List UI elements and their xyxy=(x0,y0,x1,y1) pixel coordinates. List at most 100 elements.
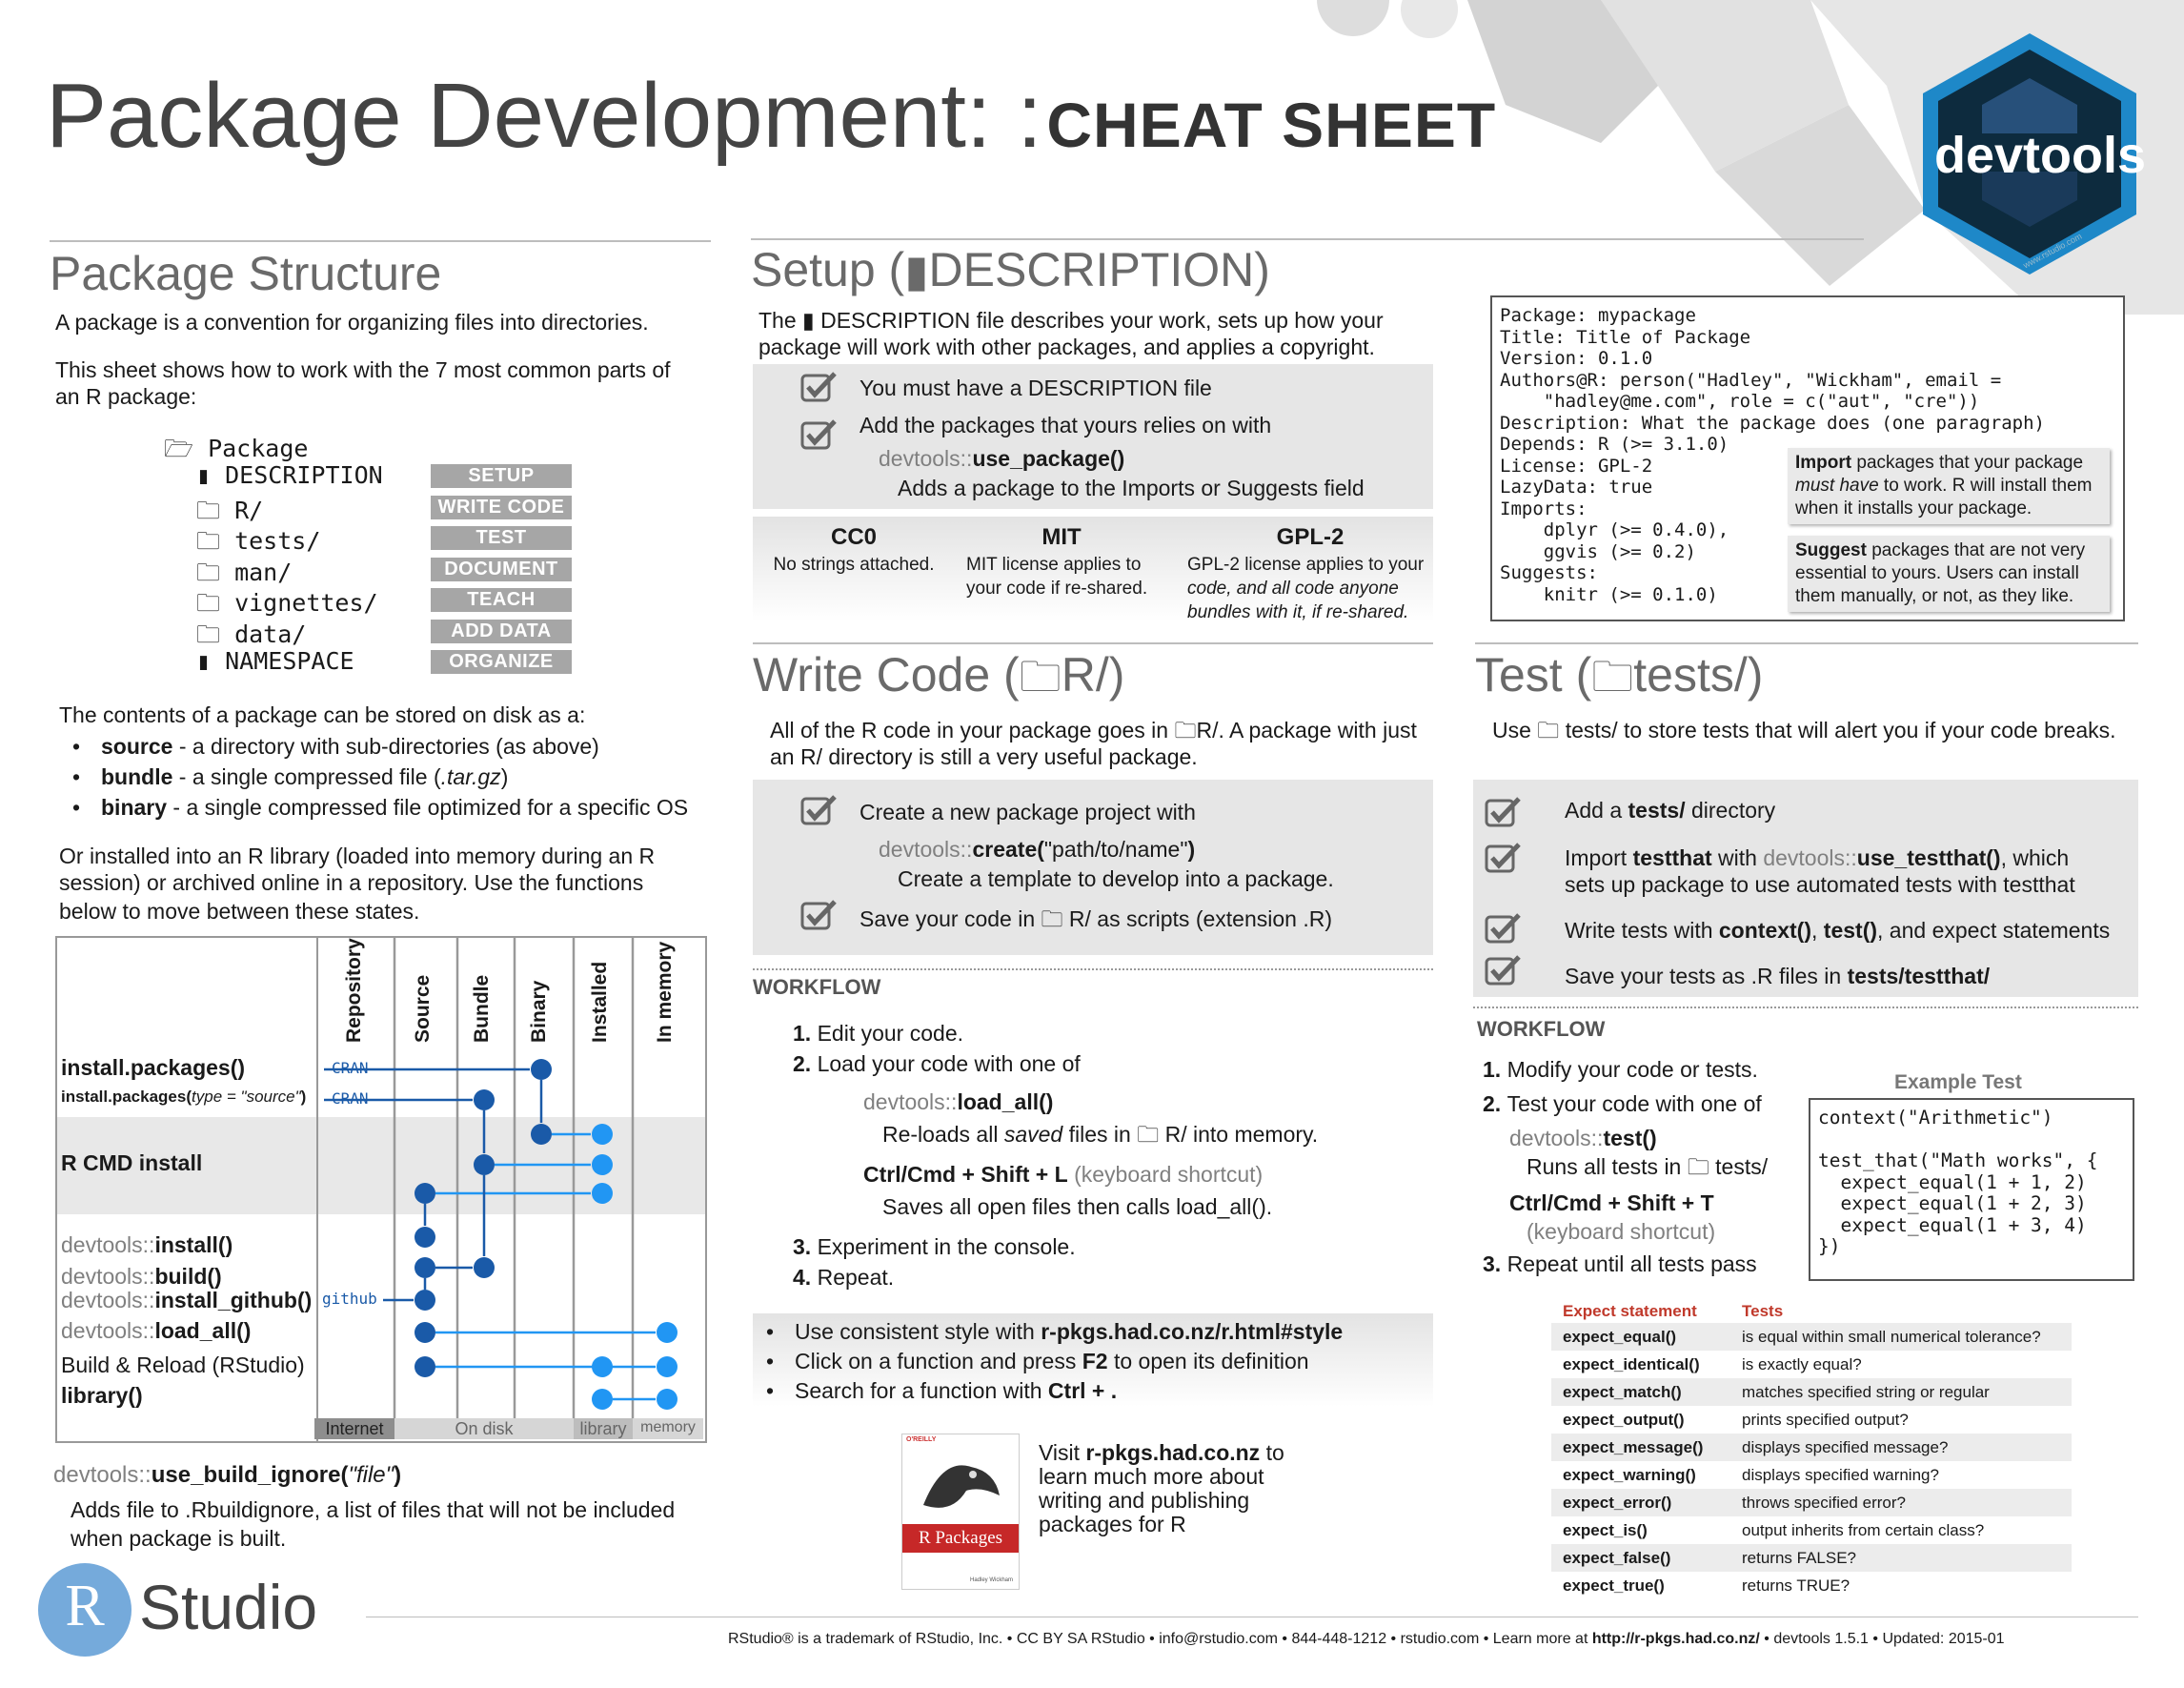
book-author: Hadley Wickham xyxy=(969,1577,1013,1583)
diagram-row-label: devtools::load_all() xyxy=(61,1318,251,1344)
expect-desc: returns FALSE? xyxy=(1742,1549,1857,1567)
table-row: expect_is()output inherits from certain … xyxy=(1551,1516,2072,1544)
expect-fn: expect_equal() xyxy=(1563,1328,1677,1346)
test-intro: Use 🗀 tests/ to store tests that will al… xyxy=(1492,717,2116,743)
tree-item-label: man/ xyxy=(234,558,293,586)
repo-label: CRAN xyxy=(332,1089,369,1108)
setup-intro2: package will work with other packages, a… xyxy=(758,335,1375,359)
ignore-desc1: Adds file to .Rbuildignore, a list of fi… xyxy=(71,1497,676,1522)
visit-text: to xyxy=(1260,1440,1284,1465)
fn-prefix: devtools:: xyxy=(61,1232,155,1257)
fn-name: test() xyxy=(1603,1126,1657,1150)
visit-link: r-pkgs.had.co.nz xyxy=(1085,1440,1261,1465)
ignore-fn: devtools::use_build_ignore("file") xyxy=(53,1462,401,1489)
visit-2: learn much more about xyxy=(1039,1464,1264,1489)
step-text: Load your code with one of xyxy=(817,1051,1081,1076)
code-line: knitr (>= 0.1.0) xyxy=(1500,583,1718,605)
diagram-footer-band xyxy=(574,1418,633,1439)
state-dot xyxy=(592,1124,613,1145)
tree-item: 🗀 R/ xyxy=(196,493,263,534)
fn-prefix: devtools:: xyxy=(879,446,973,471)
check-part: , which xyxy=(2000,845,2070,870)
structure-p3c: below to move between these states. xyxy=(59,899,420,924)
title-bold: CHEAT SHEET xyxy=(1046,90,1497,160)
fn-name: use_build_ignore( xyxy=(151,1462,349,1488)
fn-prefix: Build & Reload (RStudio) xyxy=(61,1352,305,1377)
devtools-logo xyxy=(1923,33,2136,275)
state-dot xyxy=(592,1183,613,1204)
folder-icon: 🗀 xyxy=(196,527,235,555)
page-title: Package Development: : CHEAT SHEET xyxy=(46,59,1496,200)
step-text: Experiment in the console. xyxy=(817,1234,1076,1259)
diagram-footer-band xyxy=(633,1418,703,1439)
table-row: expect_true()returns TRUE? xyxy=(1551,1572,2072,1599)
tip-text: Search for a function with xyxy=(795,1378,1048,1403)
note-text: essential to yours. Users can install xyxy=(1795,563,2079,583)
checkbox-icon xyxy=(1485,797,1521,827)
expect-fn: expect_identical() xyxy=(1563,1355,1700,1373)
write-title: Write Code (🗀R/) xyxy=(753,646,1124,718)
state-source: source - a directory with sub-directorie… xyxy=(59,731,688,762)
write-step: 2. Load your code with one of xyxy=(793,1051,1081,1076)
example-test-lines: context("Arithmetic")test_that("Math wor… xyxy=(1818,1107,2125,1258)
state-dot xyxy=(415,1227,435,1248)
book-title: R Packages xyxy=(902,1524,1019,1553)
write-step: 3. Experiment in the console. xyxy=(793,1234,1076,1259)
setup-rule xyxy=(751,238,1864,240)
visit-1: Visit r-pkgs.had.co.nz to xyxy=(1039,1441,1284,1465)
tree-pill: DOCUMENT xyxy=(431,557,572,581)
structure-p1: A package is a convention for organizing… xyxy=(55,310,649,335)
desc-part: tests/ xyxy=(1715,1154,1769,1179)
state-dot xyxy=(657,1356,677,1377)
table-row: expect_false()returns FALSE? xyxy=(1551,1544,2072,1572)
step-text: Repeat. xyxy=(817,1265,895,1290)
title-light: Package Development: : xyxy=(46,65,1042,167)
folder-icon: 🗀 xyxy=(1041,906,1063,931)
title-part: Write Code ( xyxy=(753,648,1020,702)
license-name: MIT xyxy=(1041,524,1082,550)
check-part: R/ as scripts (extension .R) xyxy=(1068,906,1332,931)
folder-icon: 🗀 xyxy=(1537,718,1560,742)
state-dot xyxy=(415,1183,435,1204)
tree-item-label: tests/ xyxy=(234,527,321,555)
title-part: tests/) xyxy=(1633,648,1764,702)
note-text: to work. R will install them xyxy=(1878,476,2093,496)
folder-icon: 🗀 xyxy=(1019,654,1062,701)
state-dot xyxy=(415,1290,435,1311)
fn-prefix: devtools:: xyxy=(879,837,973,862)
state-dot xyxy=(531,1124,552,1145)
check-bold: use_testthat() xyxy=(1856,845,2001,870)
diagram-row-label: R CMD install xyxy=(61,1150,202,1176)
column-header: Bundle xyxy=(471,974,493,1043)
write-dotted-rule xyxy=(753,968,1433,970)
fn-name: install() xyxy=(154,1232,233,1257)
fn-prefix: devtools:: xyxy=(1763,845,1857,870)
code-line: expect_equal(1 + 2, 3) xyxy=(1818,1192,2087,1214)
tree-pill: ADD DATA xyxy=(431,619,572,643)
test-check1: Add a tests/ directory xyxy=(1565,797,1775,824)
fn-prefix: devtools:: xyxy=(863,1089,958,1114)
expect-desc: matches specified string or regular xyxy=(1742,1383,1990,1401)
structure-rule xyxy=(50,240,711,242)
test-step3: 3. Repeat until all tests pass xyxy=(1483,1251,1757,1276)
code-line: dplyr (>= 0.4.0), xyxy=(1500,519,1729,540)
footer-text: • devtools 1.5.1 • Updated: 2015-01 xyxy=(1759,1631,2005,1647)
code-line: Authors@R: person("Hadley", "Wickham", e… xyxy=(1500,369,2002,391)
bird-illustration-icon xyxy=(923,1465,1000,1508)
checkbox-icon xyxy=(800,795,837,825)
folder-icon: 🗀 xyxy=(196,589,235,617)
expect-col-header: Expect statement xyxy=(1563,1302,1697,1320)
diagram-footer-band xyxy=(314,1418,394,1439)
suggest-note: Suggest packages that are not very essen… xyxy=(1788,536,2110,612)
table-row: expect_match()matches specified string o… xyxy=(1551,1378,2072,1406)
tree-item: 🗀 vignettes/ xyxy=(196,585,378,626)
diagram-row-label: devtools::install() xyxy=(61,1232,233,1258)
state-dot xyxy=(592,1389,613,1410)
code-line: License: GPL-2 xyxy=(1500,455,1653,477)
license-desc: No strings attached. xyxy=(773,555,935,575)
write-check1: Create a new package project with xyxy=(859,800,1196,824)
state-dot xyxy=(474,1089,495,1110)
test-fn: devtools::test() xyxy=(1509,1125,1657,1151)
checkbox-icon xyxy=(800,372,837,402)
expect-fn: expect_message() xyxy=(1563,1438,1704,1456)
